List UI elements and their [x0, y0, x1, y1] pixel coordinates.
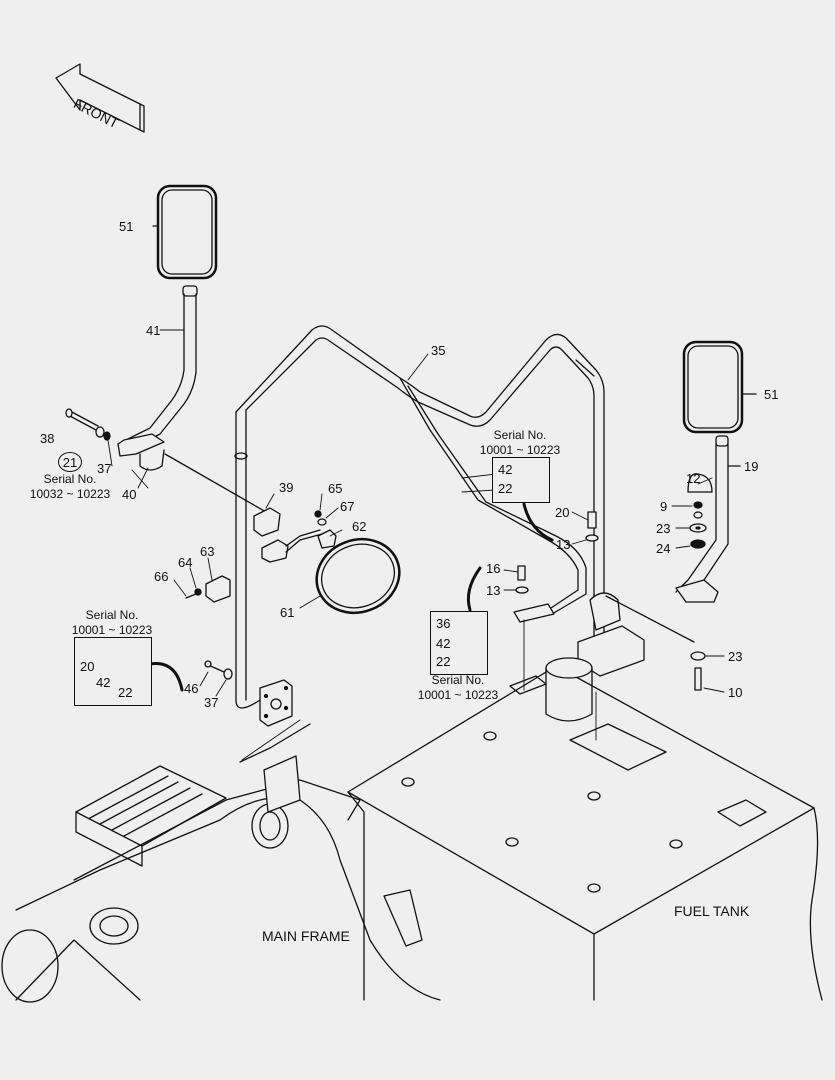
part-22b: 22 — [498, 481, 513, 496]
serial-center-top-line1: Serial No. — [493, 428, 547, 442]
center-top-serial-box — [492, 457, 550, 503]
right-mirror-icon — [682, 340, 757, 434]
part-63: 63 — [200, 544, 215, 559]
part-39: 39 — [279, 480, 294, 495]
part-37a: 37 — [97, 461, 112, 476]
part-19: 19 — [744, 459, 759, 474]
part-13a: 13 — [556, 537, 571, 552]
part-22a: 22 — [118, 685, 133, 700]
part-35: 35 — [431, 343, 446, 358]
part-20a: 20 — [80, 659, 95, 674]
part-61: 61 — [280, 605, 295, 620]
part-24: 24 — [656, 541, 671, 556]
fuel-tank-outline — [347, 657, 823, 1001]
serial-left-box-line1: Serial No. — [85, 608, 139, 622]
center-low-serial-box — [430, 611, 488, 675]
part-62: 62 — [352, 519, 367, 534]
serial-center-top: Serial No. 10001 ~ 10223 — [472, 428, 568, 458]
serial-center-low-line2: 10001 ~ 10223 — [417, 688, 499, 702]
bolt-16-icon — [515, 565, 529, 594]
part-41: 41 — [146, 323, 161, 338]
bracket-62-icon — [317, 529, 337, 549]
part-9: 9 — [660, 499, 668, 514]
nut-65-icon — [314, 510, 327, 526]
part-40: 40 — [122, 487, 137, 502]
part-51-left: 51 — [119, 219, 134, 234]
part-51-right: 51 — [764, 387, 779, 402]
part-42c: 42 — [436, 636, 451, 651]
part-42b: 42 — [498, 462, 513, 477]
left-mirror-icon — [152, 184, 218, 280]
part-65: 65 — [328, 481, 343, 496]
part-16: 16 — [486, 561, 501, 576]
serial-left-box-line2: 10001 ~ 10223 — [71, 623, 153, 637]
washers-icon — [689, 501, 707, 691]
part-38: 38 — [40, 431, 55, 446]
part-67: 67 — [340, 499, 355, 514]
part-22c: 22 — [436, 654, 451, 669]
serial-center-low-line1: Serial No. — [431, 673, 485, 687]
bolt-38-icon — [65, 408, 111, 441]
left-mirror-arm-icon — [117, 285, 198, 471]
clamp-39-icon — [253, 507, 281, 537]
part-10: 10 — [728, 685, 743, 700]
part-23b: 23 — [728, 649, 743, 664]
right-mirror-arm-icon — [675, 435, 741, 603]
serial-left-box: Serial No. 10001 ~ 10223 — [64, 608, 160, 638]
part-20b: 20 — [555, 505, 570, 520]
bracket-63-icon — [205, 529, 323, 603]
serial-left-upper-line2: 10032 ~ 10223 — [29, 487, 111, 501]
bolt-46-icon — [204, 660, 233, 680]
part-66: 66 — [154, 569, 169, 584]
main-frame-label: MAIN FRAME — [262, 928, 350, 944]
bolt-66-icon — [185, 588, 202, 599]
front-arrow-icon — [55, 63, 145, 133]
serial-left-upper: Serial No. 10032 ~ 10223 — [22, 472, 118, 502]
part-36: 36 — [436, 616, 451, 631]
part-21: 21 — [58, 452, 82, 472]
part-13b: 13 — [486, 583, 501, 598]
part-64: 64 — [178, 555, 193, 570]
serial-left-upper-line1: Serial No. — [43, 472, 97, 486]
part-42a: 42 — [96, 675, 111, 690]
round-mirror-61-icon — [315, 537, 401, 615]
handrail-icon — [234, 325, 645, 727]
serial-center-low: Serial No. 10001 ~ 10223 — [410, 673, 506, 703]
part-23a: 23 — [656, 521, 671, 536]
fuel-tank-label: FUEL TANK — [674, 903, 750, 919]
part-12: 12 — [686, 471, 701, 486]
part-46: 46 — [184, 681, 199, 696]
serial-center-top-line2: 10001 ~ 10223 — [479, 443, 561, 457]
bolt-20-icon — [585, 511, 599, 542]
main-frame-outline — [1, 723, 441, 1003]
part-37b: 37 — [204, 695, 219, 710]
left-serial-box — [74, 637, 152, 706]
